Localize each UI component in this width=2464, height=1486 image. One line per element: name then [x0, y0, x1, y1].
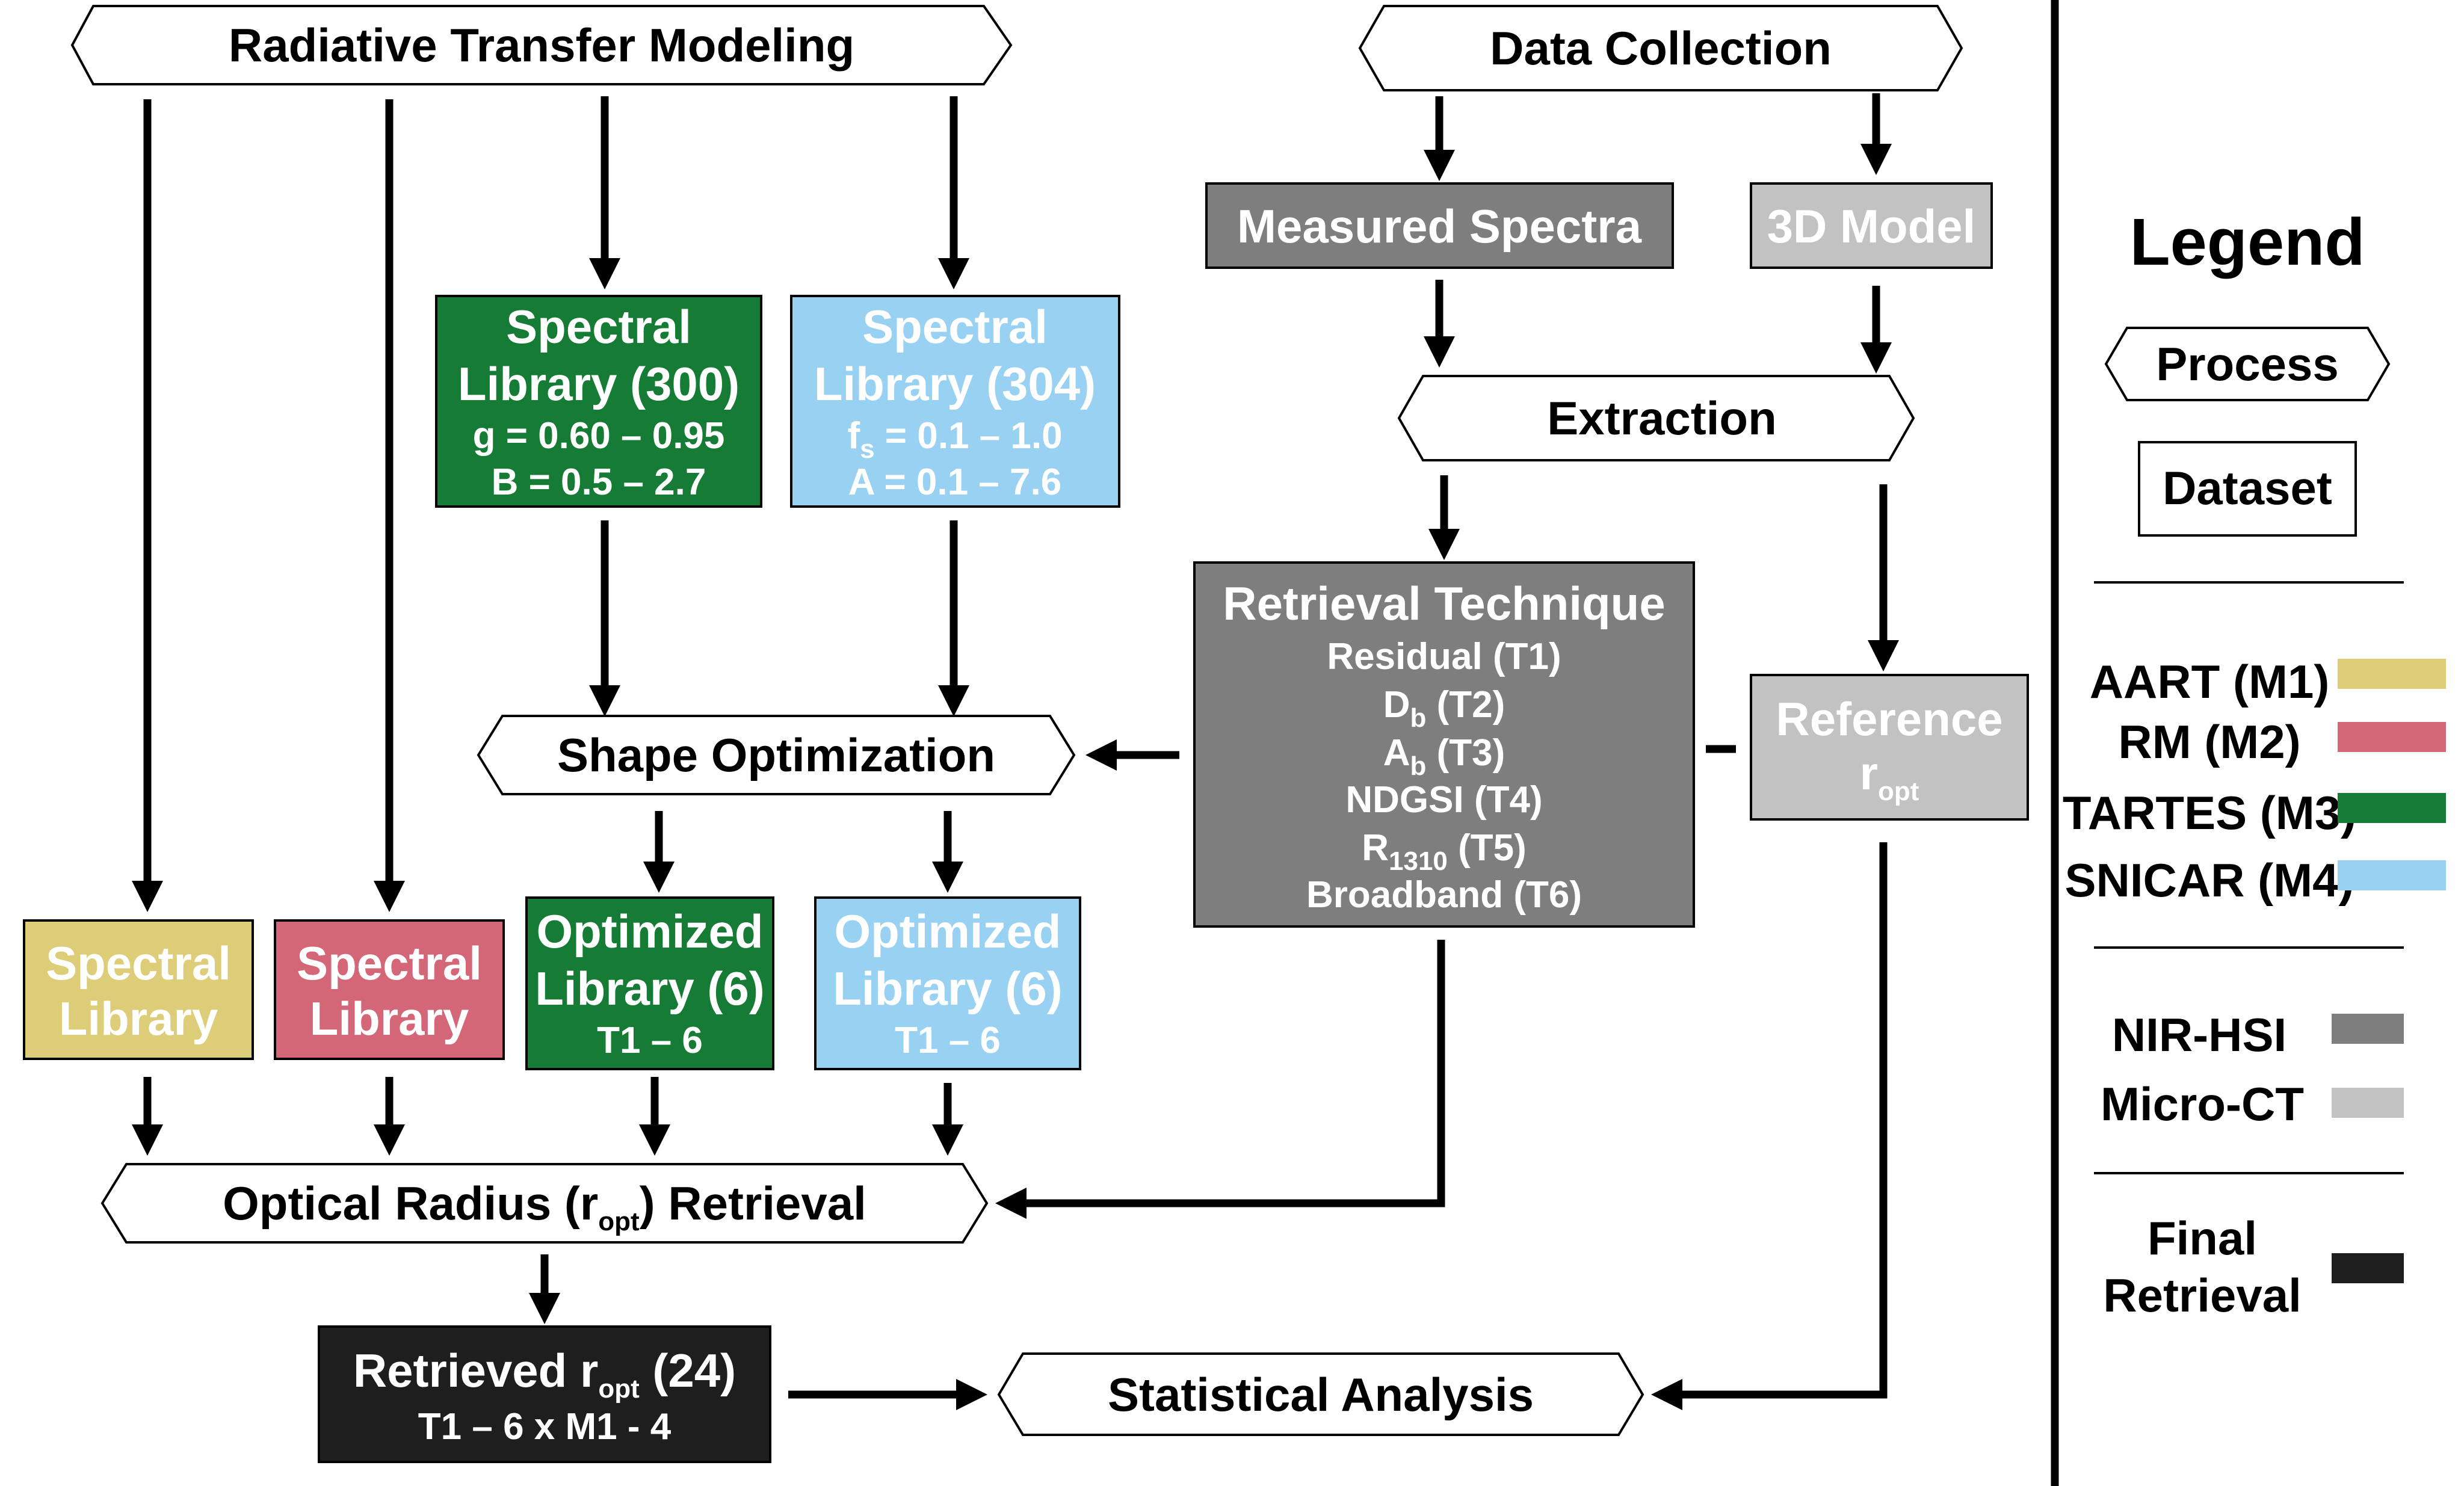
technique-t3: Ab (T3) — [1383, 732, 1505, 781]
snicar-optimized-line3: T1 – 6 — [895, 1020, 1001, 1061]
tartes-library-line1: Spectral — [506, 300, 691, 353]
legend-title: Legend — [2129, 205, 2365, 279]
legend-model-tartes-swatch — [2338, 793, 2446, 823]
snicar-library-line2: Library (304) — [814, 357, 1096, 410]
legend-dataset-label: Dataset — [2163, 461, 2332, 514]
legend-micro-ct-label: Micro-CT — [2101, 1078, 2304, 1130]
snicar-library-line4: A = 0.1 – 7.6 — [848, 461, 1061, 503]
dataset-tartes-spectral-library: Spectral Library (300) g = 0.60 – 0.95 B… — [435, 295, 762, 508]
reference-line1: Reference — [1776, 692, 2002, 745]
retrieval-technique-title: Retrieval Technique — [1223, 577, 1665, 630]
technique-t1: Residual (T1) — [1327, 636, 1561, 677]
process-radiative-transfer-modeling: Radiative Transfer Modeling — [70, 5, 1013, 85]
tartes-library-line2: Library (300) — [458, 357, 740, 410]
retrieved-line1: Retrieved ropt (24) — [353, 1344, 736, 1404]
legend-model-aart-label: AART (M1) — [2090, 655, 2330, 708]
technique-t6: Broadband (T6) — [1306, 874, 1582, 916]
aart-library-line1: Spectral — [46, 937, 231, 990]
shape-optimization-label: Shape Optimization — [557, 729, 995, 782]
legend-model-snicar-swatch — [2338, 860, 2446, 890]
tartes-library-line4: B = 0.5 – 2.7 — [492, 461, 706, 503]
dataset-rm-spectral-library: Spectral Library — [274, 919, 505, 1060]
process-statistical-analysis: Statistical Analysis — [997, 1352, 1644, 1436]
legend-instrument-nir-hsi: NIR-HSI — [2112, 1008, 2404, 1061]
legend-process: Process — [2104, 327, 2391, 401]
legend-model-aart: AART (M1) — [2090, 655, 2446, 708]
dataset-tartes-optimized-library: Optimized Library (6) T1 – 6 — [525, 896, 774, 1070]
edges — [132, 93, 1899, 1410]
dataset-3d-model: 3D Model — [1750, 182, 1993, 269]
dataset-retrieval-technique: Retrieval Technique Residual (T1) Db (T2… — [1193, 561, 1695, 928]
rm-library-line1: Spectral — [297, 937, 482, 990]
process-optical-radius-retrieval: Optical Radius (ropt) Retrieval — [100, 1163, 989, 1244]
process-data-collection: Data Collection — [1358, 5, 1963, 91]
aart-library-line2: Library — [59, 992, 218, 1045]
technique-t4: NDGSI (T4) — [1345, 779, 1542, 821]
optical-radius-retrieval-label: Optical Radius (ropt) Retrieval — [223, 1177, 866, 1236]
extraction-label: Extraction — [1547, 392, 1776, 445]
dataset-retrieved-ropt: Retrieved ropt (24) T1 – 6 x M1 - 4 — [318, 1325, 771, 1463]
legend-model-tartes-label: TARTES (M3) — [2063, 786, 2356, 839]
legend-dataset: Dataset — [2138, 441, 2357, 537]
measured-spectra-label: Measured Spectra — [1237, 200, 1642, 253]
technique-t5: R1310 (T5) — [1362, 827, 1527, 876]
legend-instrument-micro-ct: Micro-CT — [2101, 1078, 2404, 1130]
rm-library-line2: Library — [310, 992, 469, 1045]
technique-t2: Db (T2) — [1383, 684, 1505, 733]
legend-process-label: Process — [2156, 338, 2339, 390]
rtm-label: Radiative Transfer Modeling — [229, 19, 854, 72]
legend-model-rm-label: RM (M2) — [2118, 715, 2300, 768]
snicar-library-line1: Spectral — [862, 300, 1048, 353]
dataset-reference-ropt: Reference ropt — [1750, 674, 2029, 821]
tartes-library-line3: g = 0.60 – 0.95 — [473, 415, 725, 457]
dataset-snicar-spectral-library: Spectral Library (304) fs = 0.1 – 1.0 A … — [790, 295, 1120, 508]
dataset-snicar-optimized-library: Optimized Library (6) T1 – 6 — [814, 896, 1081, 1070]
legend-model-rm-swatch — [2338, 722, 2446, 752]
legend-nir-hsi-swatch — [2332, 1014, 2404, 1044]
legend-nir-hsi-label: NIR-HSI — [2112, 1008, 2286, 1061]
legend: Legend Process Dataset AART (M1) RM (M2)… — [2051, 0, 2446, 1486]
legend-final-retrieval: Final Retrieval — [2103, 1212, 2404, 1322]
data-collection-label: Data Collection — [1490, 22, 1832, 75]
legend-model-snicar-label: SNICAR (M4) — [2065, 854, 2354, 907]
legend-model-snicar: SNICAR (M4) — [2065, 854, 2446, 907]
legend-model-tartes: TARTES (M3) — [2063, 786, 2446, 839]
tartes-optimized-line1: Optimized — [536, 905, 763, 958]
process-shape-optimization: Shape Optimization — [477, 715, 1076, 795]
legend-final-swatch — [2332, 1253, 2404, 1283]
process-extraction: Extraction — [1397, 375, 1915, 461]
legend-micro-ct-swatch — [2332, 1088, 2404, 1118]
tartes-optimized-line3: T1 – 6 — [597, 1020, 703, 1061]
tartes-optimized-line2: Library (6) — [535, 962, 764, 1015]
statistical-analysis-label: Statistical Analysis — [1108, 1368, 1534, 1421]
legend-final-line2: Retrieval — [2103, 1269, 2302, 1322]
dataset-aart-spectral-library: Spectral Library — [23, 919, 254, 1060]
legend-model-rm: RM (M2) — [2118, 715, 2446, 768]
retrieved-line2: T1 – 6 x M1 - 4 — [418, 1406, 672, 1447]
snicar-library-line3: fs = 0.1 – 1.0 — [847, 415, 1062, 464]
snicar-optimized-line2: Library (6) — [833, 962, 1062, 1015]
legend-final-line1: Final — [2148, 1212, 2257, 1265]
edge-technique-to-radius-retrieval — [995, 940, 1445, 1219]
reference-line2: ropt — [1860, 747, 1919, 806]
edge-reference-to-statistical-analysis — [1651, 842, 1888, 1410]
snicar-optimized-line1: Optimized — [834, 905, 1061, 958]
dataset-measured-spectra: Measured Spectra — [1205, 182, 1674, 269]
legend-model-aart-swatch — [2338, 659, 2446, 689]
3d-model-label: 3D Model — [1767, 200, 1976, 253]
